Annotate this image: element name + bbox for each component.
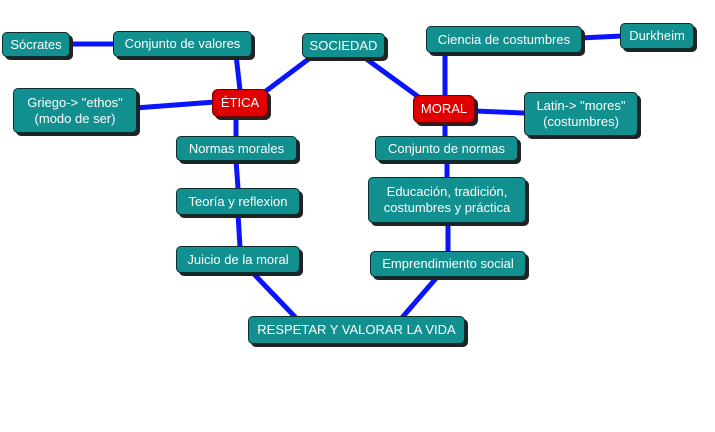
edge-ciencia-durkheim [577,33,625,41]
edge-normas-teoria [233,157,241,191]
node-ciencia-costumbres: Ciencia de costumbres [426,26,582,53]
node-griego-ethos: Griego-> "ethos" (modo de ser) [13,88,137,133]
node-emprendimiento: Emprendimiento social [370,251,526,277]
node-teoria-reflexion: Teoría y reflexion [176,188,300,215]
edge-juicio-respetar [249,269,301,323]
node-sociedad: SOCIEDAD [302,33,385,58]
node-etica: ÉTICA [212,89,268,117]
node-educacion: Educación, tradición, costumbres y práct… [368,177,526,223]
edge-sociedad-etica [259,55,313,97]
edge-teoria-juicio [235,211,243,250]
node-conjunto-valores: Conjunto de valores [113,31,252,57]
node-conjunto-normas: Conjunto de normas [375,136,518,161]
edge-griego-etica [132,99,218,111]
node-normas-morales: Normas morales [176,136,297,161]
node-juicio-moral: Juicio de la moral [176,246,300,273]
node-respetar-vida: RESPETAR Y VALORAR LA VIDA [248,316,465,344]
node-socrates: Sócrates [2,32,70,57]
node-moral: MORAL [413,95,475,123]
edge-moral-latin [471,108,527,116]
edge-sociedad-moral [362,55,423,101]
edge-valores-etica [233,52,243,93]
node-latin-mores: Latin-> "mores" (costumbres) [524,92,638,136]
edge-emprendimiento-respetar [397,273,441,323]
node-durkheim: Durkheim [620,23,694,49]
